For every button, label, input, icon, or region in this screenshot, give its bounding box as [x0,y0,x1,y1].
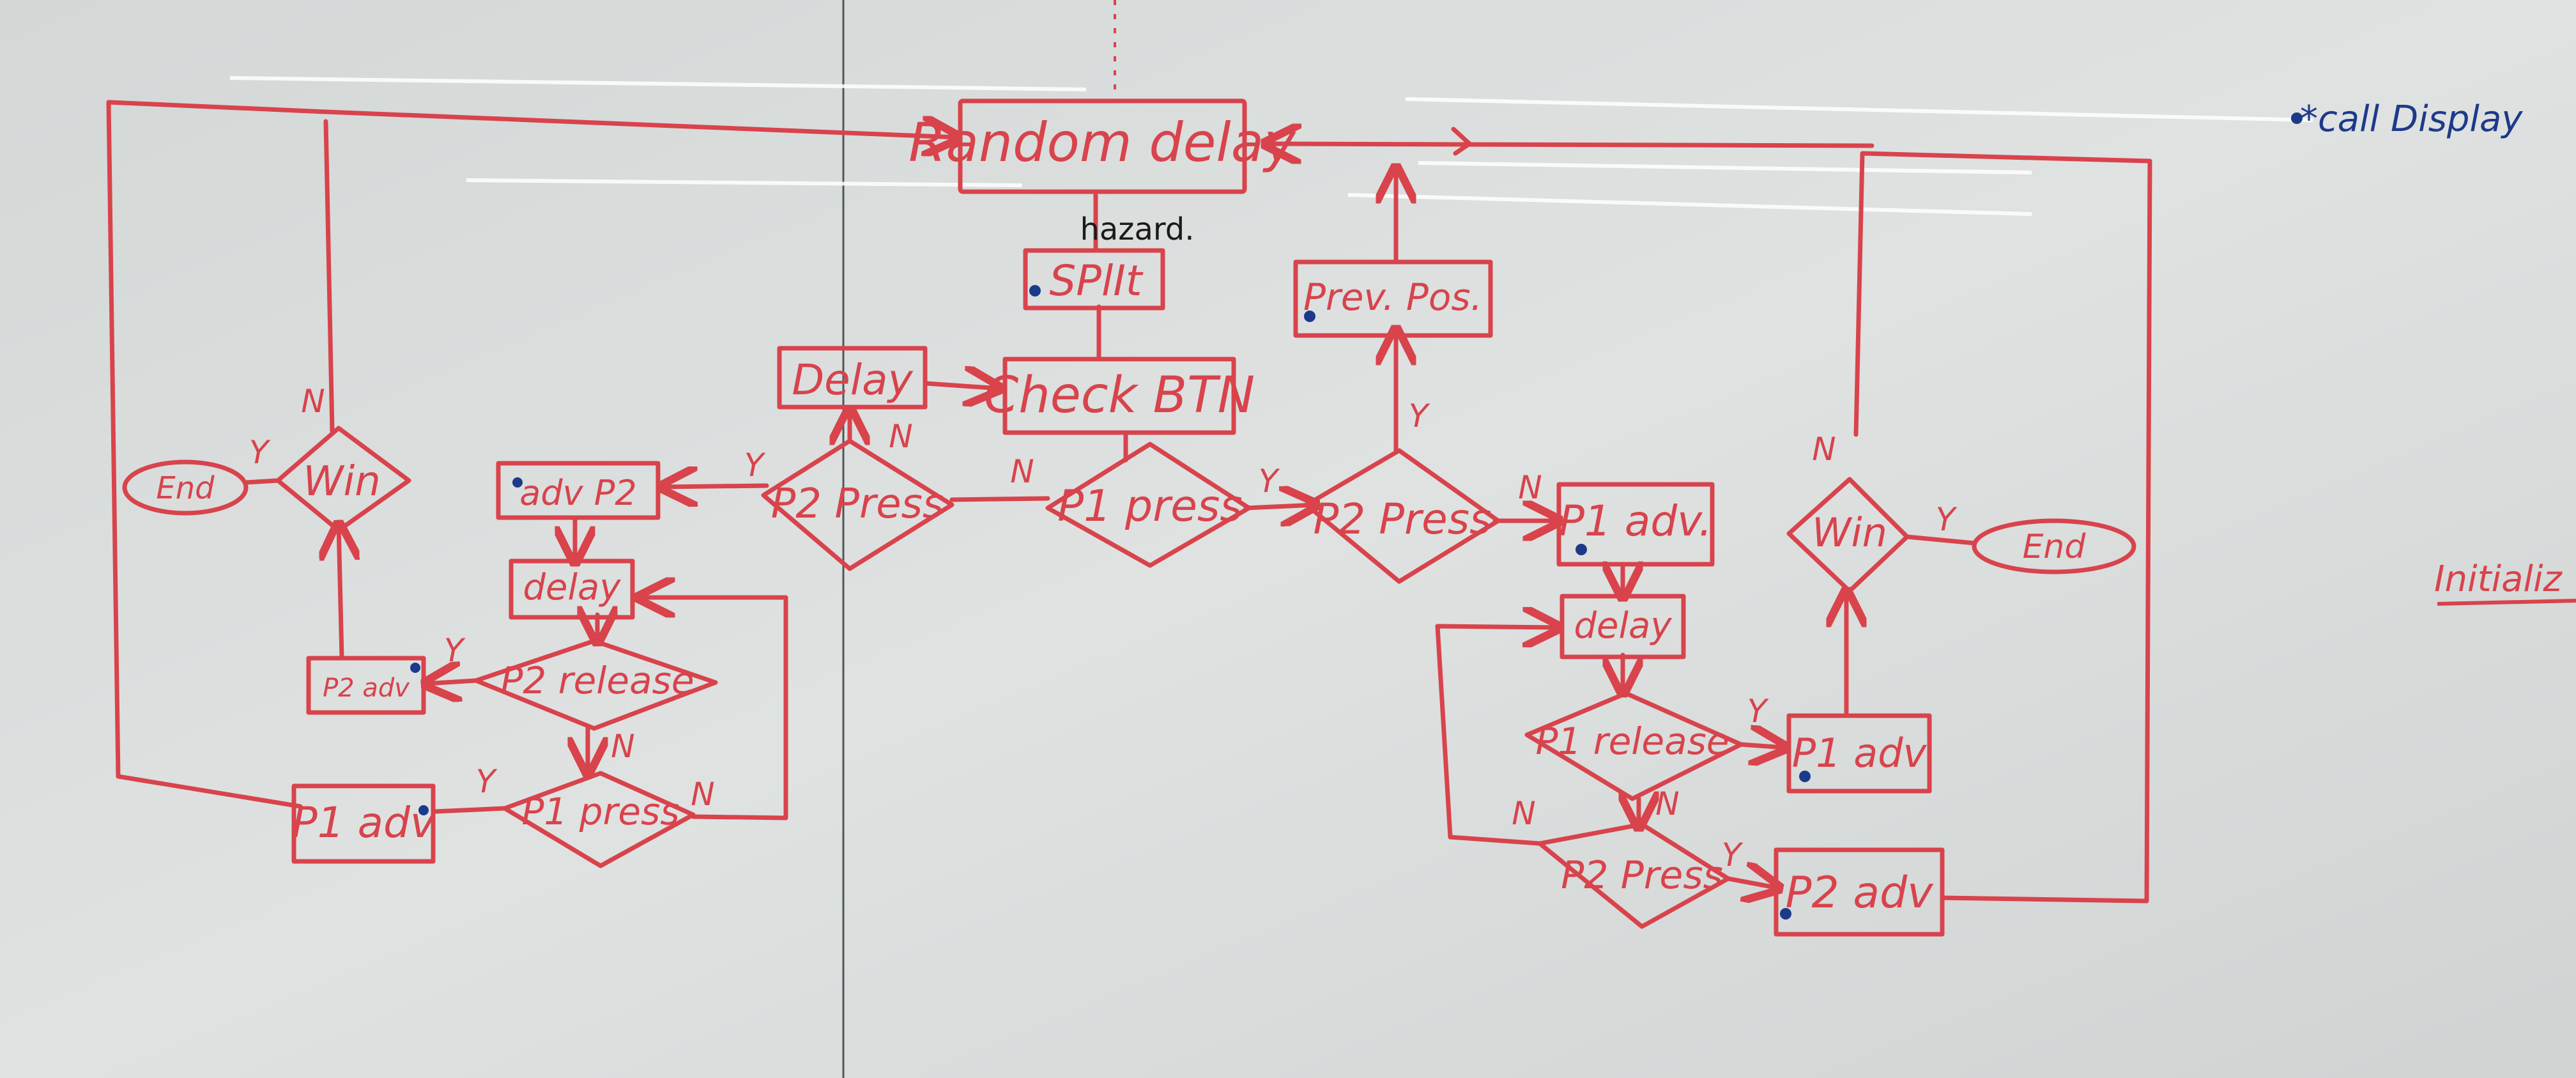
delay-right-box [1560,594,1686,659]
delay-top-box [777,346,928,410]
glare-streaks [229,76,2313,216]
win-right-diamond [1786,477,1910,594]
delay-left-box [509,558,635,620]
win-right-label: Win [1812,509,1887,556]
p1-adv-right-label: P1 adv. [1559,497,1712,546]
edge-label-y: Y [1936,501,1958,538]
check-btn-label: Check BTN [984,367,1255,424]
p2-adv-right-label: P2 adv [1786,868,1935,918]
p1-release-diamond [1524,691,1744,801]
win-left-diamond [275,426,411,533]
edge-label-y: Y [1259,463,1280,500]
p2-adv-small-label: P2 adv [323,674,410,703]
edge-label-n: N [611,728,634,765]
p1-press-center-label: P1 press [1057,481,1243,532]
edge-label-n: N [691,776,714,813]
edge-label-y: Y [249,434,271,471]
random-delay-label: Random delay [908,111,1296,174]
p2-press-right-diamond [1304,448,1501,584]
adv-p2-left-box [496,461,661,520]
edges [106,100,2152,901]
initializ-note: Initializ [2434,558,2563,600]
random-delay-box [958,98,1247,194]
hazard-note: hazard. [1080,212,1194,247]
p2-press-bottom-label: P2 Press [1561,853,1723,898]
p2-adv-small-box [306,656,426,715]
p1-adv-right-box [1556,482,1715,567]
end-right-oval [1972,518,2136,574]
end-left-oval [122,459,249,516]
end-right-label: End [2023,528,2087,566]
split-box [1023,248,1165,311]
edge-label-n: N [889,418,912,455]
edge-label-y: Y [1747,693,1769,730]
p1-release-label: P1 release [1535,720,1729,763]
edge-label-n: N [1518,469,1542,506]
edge-label-y: Y [1409,397,1430,435]
p2-press-right-label: P2 Press [1313,495,1491,544]
edge-label-n: N [1812,431,1836,468]
p1-press-left-diamond [502,771,696,868]
delay-top-label: Delay [792,355,913,404]
p2-press-left-label: P2 Press [771,481,944,528]
p2-press-bottom-diamond [1537,822,1731,929]
p1-adv-right-small-label: P1 adv [1792,730,1928,776]
edge-label-n: N [301,383,325,420]
edge-label-n: N [1010,453,1034,490]
edge-label-y: Y [444,632,466,669]
blue-marks [410,112,2303,920]
call-display-note: *call Display [2300,98,2523,140]
end-left-label: End [156,470,215,506]
p2-release-diamond [473,638,718,731]
p1-adv-left-box [291,783,436,864]
p1-adv-left-label: P1 adv [292,798,436,847]
p1-adv-right-small-box [1786,713,1932,794]
p2-press-left-diamond [761,438,954,571]
adv-p2-left-label: adv P2 [519,473,636,513]
edge-label-y: Y [1722,836,1744,874]
split-label: SPlIt [1049,256,1143,305]
edge-labels: N Y Y N N Y Y N Y N Y N N Y Y N N Y [249,383,1958,874]
p1-press-left-label: P1 press [521,790,679,833]
p1-press-center-diamond [1045,442,1252,568]
edge-label-y: Y [744,447,766,484]
win-left-label: Win [303,458,381,505]
prev-pos-box [1293,259,1493,338]
p2-release-label: P2 release [500,659,694,702]
delay-right-label: delay [1574,605,1672,647]
p2-adv-right-box [1774,847,1945,937]
prev-pos-label: Prev. Pos. [1303,275,1482,319]
delay-left-label: delay [523,567,621,608]
edge-label-y: Y [476,763,498,800]
initializ-underline [2437,599,2576,606]
edge-label-n: N [1655,785,1679,822]
check-btn-box [1002,357,1236,435]
edge-label-n: N [1512,795,1535,832]
